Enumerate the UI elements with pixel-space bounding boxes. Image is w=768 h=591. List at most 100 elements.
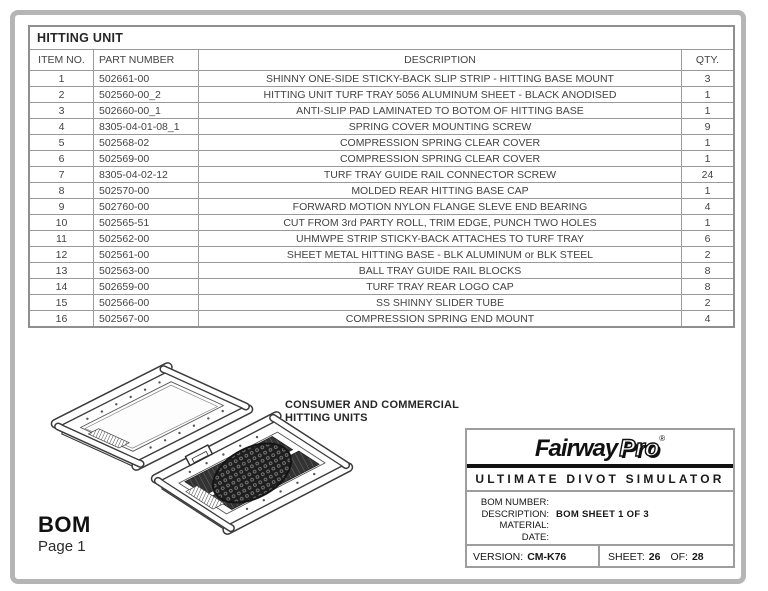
cell-item-no: 13 [55,264,68,277]
logo-pro-text: Pro [619,435,660,462]
cell-part-number: 502661-00 [93,71,198,86]
table-row: 10 502565-51 CUT FROM 3rd PARTY ROLL, TR… [30,214,733,230]
table-row: 15 502566-00 SS SHINNY SLIDER TUBE 2 [30,294,733,310]
cell-qty: 4 [681,311,733,326]
of-value: 28 [691,551,704,563]
table-row: 12 502561-00 SHEET METAL HITTING BASE - … [30,246,733,262]
cell-qty: 3 [681,71,733,86]
cell-qty: 4 [681,199,733,214]
cell-qty: 2 [681,295,733,310]
cell-part-number: 502560-00_2 [93,87,198,102]
back-tray-drawing [50,362,254,471]
cell-item-no: 12 [55,248,68,261]
cell-description: FORWARD MOTION NYLON FLANGE SLEVE END BE… [198,199,681,214]
cell-item-no: 14 [55,280,68,293]
page-number: Page 1 [38,538,86,555]
cell-qty: 8 [681,263,733,278]
hitting-units-drawing [50,362,354,535]
cell-item-no: 8 [58,184,65,197]
table-row: 14 502659-00 TURF TRAY REAR LOGO CAP 8 [30,278,733,294]
cell-qty: 1 [681,135,733,150]
table-row: 2 502560-00_2 HITTING UNIT TURF TRAY 505… [30,86,733,102]
cell-part-number: 502570-00 [93,183,198,198]
sheet-label: SHEET: [608,551,645,563]
cell-part-number: 502567-00 [93,311,198,326]
table-row: 5 502568-02 COMPRESSION SPRING CLEAR COV… [30,134,733,150]
cell-item-no: 1 [58,72,65,85]
table-row: 13 502563-00 BALL TRAY GUIDE RAIL BLOCKS… [30,262,733,278]
table-body: 1 502661-00 SHINNY ONE-SIDE STICKY-BACK … [30,70,733,326]
cell-description: CUT FROM 3rd PARTY ROLL, TRIM EDGE, PUNC… [198,215,681,230]
cell-qty: 8 [681,279,733,294]
cell-qty: 6 [681,231,733,246]
cell-item-no: 6 [58,152,65,165]
fairwaypro-logo: Fairway Pro ® [467,430,733,462]
cell-description: SS SHINNY SLIDER TUBE [198,295,681,310]
cell-part-number: 502565-51 [93,215,198,230]
version-value: CM-K76 [527,551,567,563]
bom-table: HITTING UNIT ITEM NO. PART NUMBER DESCRI… [28,25,735,328]
cell-part-number: 8305-04-01-08_1 [93,119,198,134]
table-row: 9 502760-00 FORWARD MOTION NYLON FLANGE … [30,198,733,214]
cell-item-no: 16 [55,312,68,325]
cell-description: UHMWPE STRIP STICKY-BACK ATTACHES TO TUR… [198,231,681,246]
title-block: Fairway Pro ® ULTIMATE DIVOT SIMULATOR B… [465,428,735,568]
bom-page-label: BOM Page 1 [38,512,91,556]
cell-part-number: 502562-00 [93,231,198,246]
cell-part-number: 502561-00 [93,247,198,262]
cell-qty: 1 [681,87,733,102]
cell-description: COMPRESSION SPRING END MOUNT [198,311,681,326]
cell-part-number: 502563-00 [93,263,198,278]
cell-part-number: 502760-00 [93,199,198,214]
version-label: VERSION: [473,551,524,563]
cell-qty: 1 [681,151,733,166]
cell-part-number: 8305-04-02-12 [93,167,198,182]
field-label: BOM NUMBER: [480,497,549,508]
sheet-cell: SHEET: 26 OF: 28 [600,546,733,568]
title-block-bottom-row: VERSION: CM-K76 SHEET: 26 OF: 28 [467,546,733,568]
field-label: DATE: [521,531,549,543]
header-part-number: PART NUMBER [93,50,198,70]
field-material: MATERIAL: [467,520,733,532]
cell-part-number: 502659-00 [93,279,198,294]
cell-item-no: 11 [56,232,67,245]
field-bom-number: BOM NUMBER: [467,497,733,509]
logo-underline-bar [467,464,733,468]
cell-description: SPRING COVER MOUNTING SCREW [198,119,681,134]
cell-part-number: 502660-00_1 [93,103,198,118]
cell-description: TURF TRAY GUIDE RAIL CONNECTOR SCREW [198,167,681,182]
cell-description: BALL TRAY GUIDE RAIL BLOCKS [198,263,681,278]
cell-description: ANTI-SLIP PAD LAMINATED TO BOTOM OF HITT… [198,103,681,118]
page-border [10,10,746,584]
cell-item-no: 4 [58,120,65,133]
cell-part-number: 502569-00 [93,151,198,166]
drawing-caption: CONSUMER AND COMMERCIAL HITTING UNITS [285,399,459,425]
logo-fairway-text: Fairway [534,435,618,462]
cell-item-no: 3 [58,104,65,117]
cell-part-number: 502566-00 [93,295,198,310]
cell-description: HITTING UNIT TURF TRAY 5056 ALUMINUM SHE… [198,87,681,102]
cell-qty: 1 [681,215,733,230]
cell-qty: 1 [681,103,733,118]
table-row: 4 8305-04-01-08_1 SPRING COVER MOUNTING … [30,118,733,134]
cell-item-no: 10 [55,216,68,229]
front-tray-drawing [150,411,354,535]
cell-description: COMPRESSION SPRING CLEAR COVER [198,151,681,166]
sheet-value: 26 [648,551,661,563]
cell-description: COMPRESSION SPRING CLEAR COVER [198,135,681,150]
registered-trademark-icon: ® [659,434,666,443]
table-row: 11 502562-00 UHMWPE STRIP STICKY-BACK AT… [30,230,733,246]
field-label: MATERIAL: [499,520,549,531]
title-block-subtitle: ULTIMATE DIVOT SIMULATOR [467,468,733,492]
table-row: 1 502661-00 SHINNY ONE-SIDE STICKY-BACK … [30,70,733,86]
version-cell: VERSION: CM-K76 [467,546,600,568]
cell-part-number: 502568-02 [93,135,198,150]
cell-item-no: 15 [55,296,68,309]
cell-item-no: 9 [58,200,65,213]
table-row: 7 8305-04-02-12 TURF TRAY GUIDE RAIL CON… [30,166,733,182]
table-title: HITTING UNIT [37,31,124,45]
title-block-fields: BOM NUMBER: DESCRIPTION: BOM SHEET 1 OF … [467,492,733,546]
cell-qty: 9 [681,119,733,134]
field-description: DESCRIPTION: BOM SHEET 1 OF 3 [467,509,733,521]
cell-description: SHEET METAL HITTING BASE - BLK ALUMINUM … [198,247,681,262]
